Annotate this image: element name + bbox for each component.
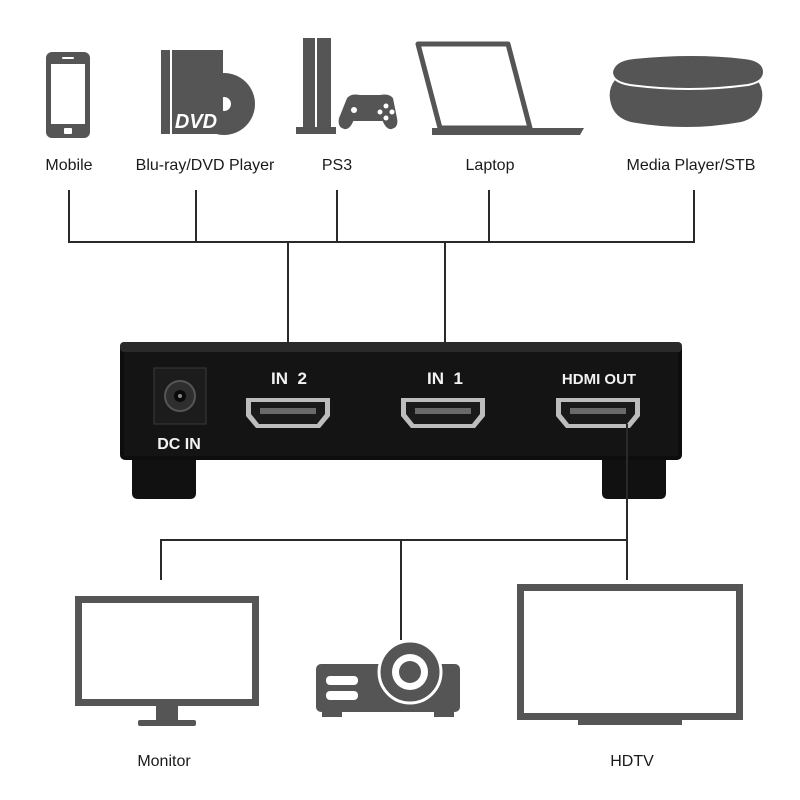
hdmi-port-in-1 <box>401 398 485 428</box>
label-dc-in: DC IN <box>157 436 201 453</box>
bluray-dvd-icon: DVD <box>161 50 255 135</box>
label-ps3: PS3 <box>322 157 352 174</box>
label-in-1: IN 1 <box>427 369 463 388</box>
label-laptop: Laptop <box>466 157 515 174</box>
ps3-icon <box>296 38 400 134</box>
hdmi-port-out <box>556 398 640 428</box>
label-mobile: Mobile <box>45 157 92 174</box>
switch-foot-left <box>132 455 196 499</box>
label-media-player-stb: Media Player/STB <box>627 157 756 174</box>
mobile-icon <box>46 52 90 138</box>
projector-icon <box>316 639 460 717</box>
hdmi-port-in-2 <box>246 398 330 428</box>
label-hdmi-out: HDMI OUT <box>562 371 636 388</box>
laptop-icon <box>415 41 584 135</box>
monitor-icon <box>75 596 259 726</box>
input-wiring <box>68 190 695 362</box>
label-hdtv: HDTV <box>610 753 654 770</box>
output-wiring <box>160 424 628 640</box>
label-monitor: Monitor <box>137 753 191 770</box>
hdmi-switch: DC IN IN 2 IN 1 HDMI OUT <box>120 342 682 499</box>
hdtv-icon <box>517 584 743 725</box>
media-player-icon <box>609 54 766 127</box>
switch-foot-right <box>602 455 666 499</box>
label-in-2: IN 2 <box>271 369 307 388</box>
dvd-logo: DVD <box>175 111 217 133</box>
label-bluray-dvd-player: Blu-ray/DVD Player <box>136 157 275 174</box>
